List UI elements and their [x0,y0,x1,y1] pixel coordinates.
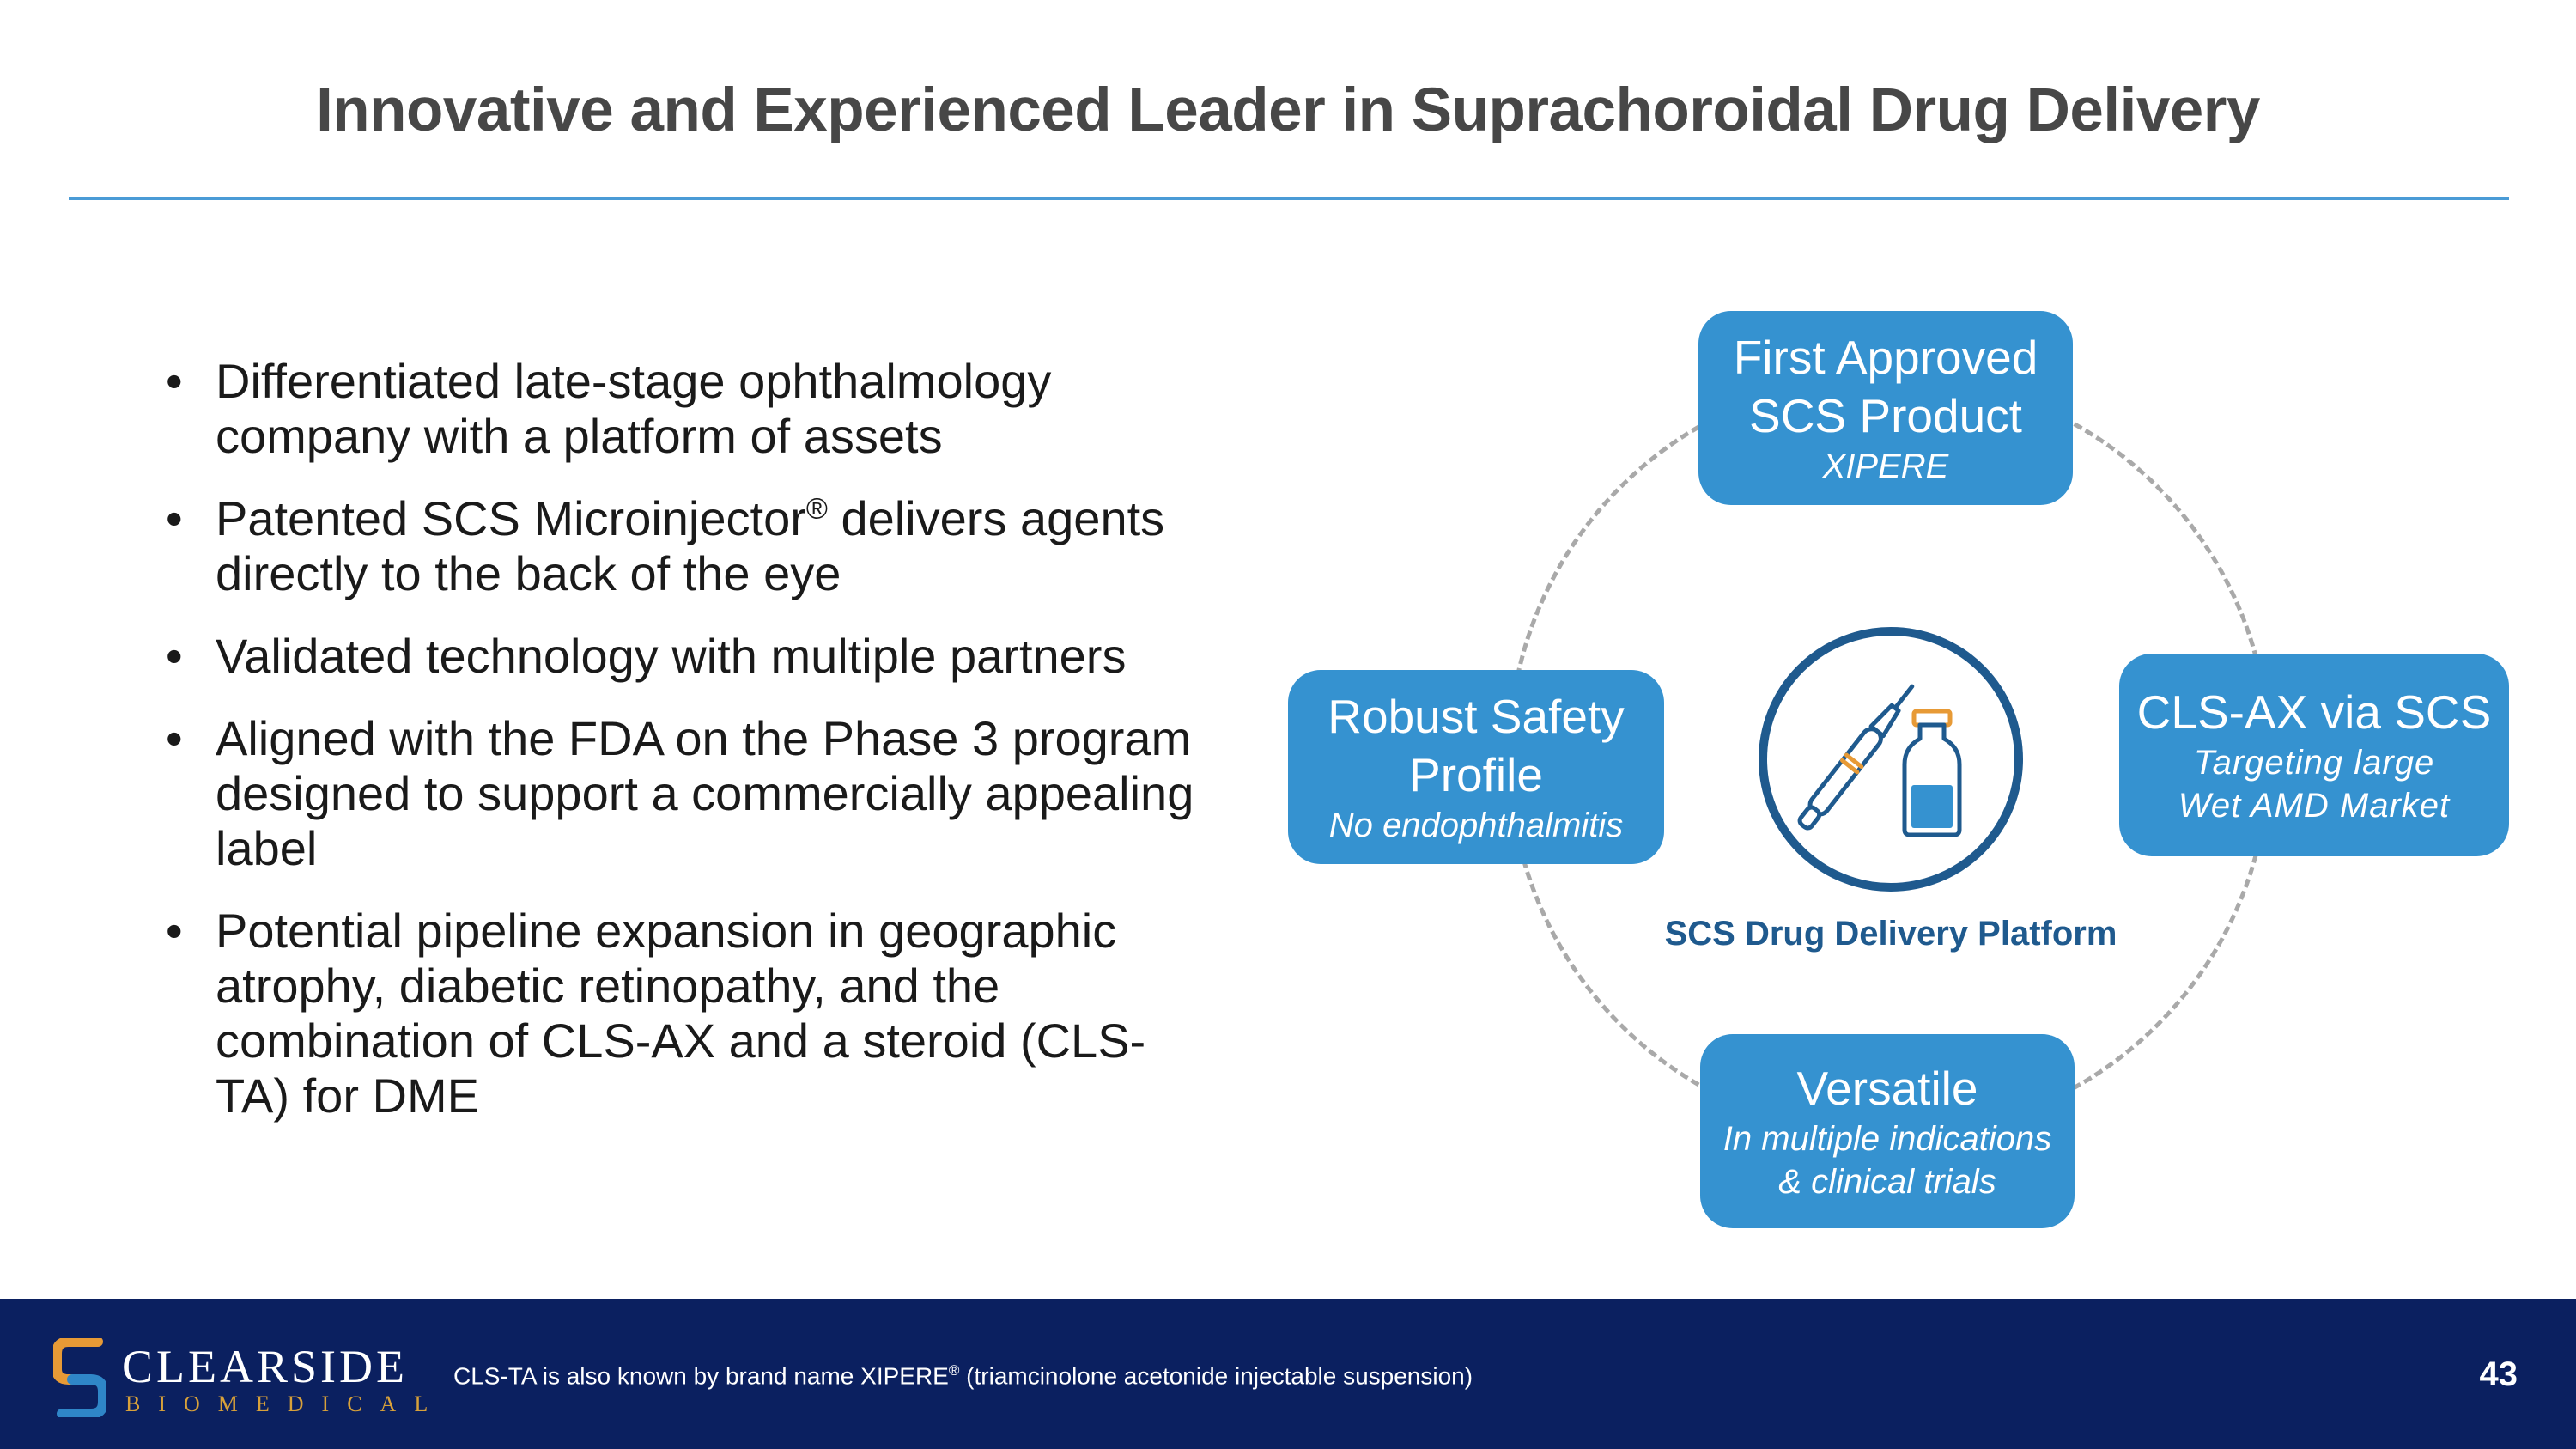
pill-heading: CLS-AX via SCS [2136,685,2492,739]
bullet-dot: • [166,354,183,408]
bullet-text: delivers agents directly to the back of … [216,491,1165,600]
bullet-dot: • [166,711,183,765]
bullet-item: • Patented SCS Microinjector® delivers ag… [159,491,1206,601]
footer-bar: CLEARSIDE BIOMEDICAL CLS-TA is also know… [0,1299,2576,1449]
bullet-text: Patented SCS Microinjector [216,491,806,545]
pill-first-approved: First Approved SCS Product XIPERE [1698,311,2073,505]
pill-cls-ax: CLS-AX via SCS Targeting large Wet AMD M… [2119,654,2509,856]
footnote-text: (triamcinolone acetonide injectable susp… [959,1362,1473,1390]
center-platform-label: SCS Drug Delivery Platform [1664,915,2117,953]
bullet-item: • Validated technology with multiple part… [159,629,1206,684]
bullet-dot: • [166,629,183,683]
footnote: CLS-TA is also known by brand name XIPER… [453,1362,1473,1390]
pill-subtext: In multiple indications [1722,1120,2052,1158]
bullet-dot: • [166,491,183,545]
bullet-text: Aligned with the FDA on the Phase 3 prog… [216,711,1194,875]
bullet-text: Potential pipeline expansion in geograph… [216,904,1146,1123]
footnote-text: CLS-TA is also known by brand name XIPER… [453,1362,949,1390]
clearside-logo: CLEARSIDE BIOMEDICAL [53,1335,428,1421]
pill-robust-safety: Robust Safety Profile No endophthalmitis [1288,670,1664,864]
pill-subtext: Targeting large [2193,744,2435,782]
pill-heading: Profile [1409,748,1543,801]
page-number: 43 [2479,1355,2518,1393]
pill-subtext: No endophthalmitis [1328,807,1624,844]
pill-heading: Robust Safety [1327,690,1625,743]
pill-subtext: & clinical trials [1778,1163,1996,1201]
bullet-item: • Potential pipeline expansion in geograp… [159,904,1206,1123]
logo-subtitle: BIOMEDICAL [125,1391,447,1416]
microinjector-and-vial-icon [1797,684,1962,837]
registered-mark: ® [948,1362,960,1379]
pill-versatile: Versatile In multiple indications & clin… [1700,1034,2075,1228]
pill-heading: SCS Product [1749,389,2022,442]
bullet-item: • Differentiated late-stage ophthalmology… [159,354,1206,464]
slide-title: Innovative and Experienced Leader in Sup… [316,76,2260,144]
bullet-dot: • [166,904,183,958]
pill-heading: Versatile [1796,1062,1978,1115]
pill-heading: First Approved [1733,331,2038,384]
bullet-text: Differentiated late-stage ophthalmology … [216,354,1052,463]
registered-mark: ® [805,492,828,526]
bullet-list: • Differentiated late-stage ophthalmology… [159,354,1206,1151]
pill-subtext: XIPERE [1822,447,1949,485]
bullet-item: • Aligned with the FDA on the Phase 3 pro… [159,711,1206,876]
pill-subtext: Wet AMD Market [2178,787,2451,825]
bullet-text: Validated technology with multiple partn… [216,629,1127,683]
center-platform-circle [1759,627,2023,892]
logo-wordmark: CLEARSIDE [122,1341,408,1392]
clearside-s-icon [53,1338,106,1417]
title-divider [69,197,2509,200]
